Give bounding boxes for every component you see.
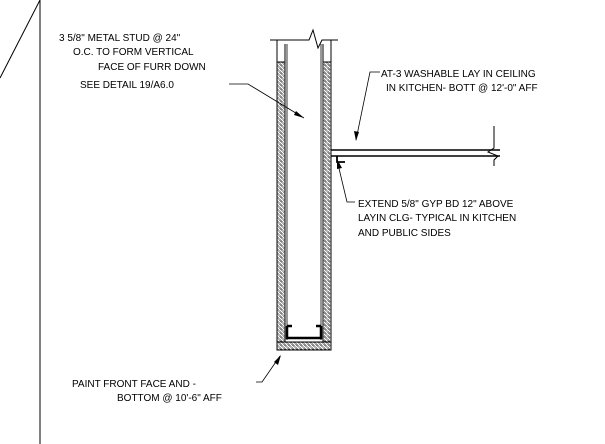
gyp-note-line-3: AND PUBLIC SIDES — [358, 228, 451, 239]
lay-in-ceiling — [331, 126, 500, 166]
paint-note-line-1: PAINT FRONT FACE AND - — [72, 379, 196, 390]
stud-note-line-1: 3 5/8" METAL STUD @ 24" — [59, 33, 181, 44]
paint-note-line-2: BOTTOM @ 10'-6" AFF — [117, 393, 222, 404]
leader-lines — [229, 71, 380, 383]
break-line-top — [270, 28, 338, 50]
bottom-gyp-board — [276, 341, 332, 351]
ceiling-note-line-2: IN KITCHEN- BOTT @ 12'-0" AFF — [386, 83, 538, 94]
ceiling-note: AT-3 WASHABLE LAY IN CEILING IN KITCHEN-… — [381, 69, 538, 94]
stud-note: 3 5/8" METAL STUD @ 24" O.C. TO FORM VER… — [59, 33, 206, 91]
gyp-note-line-1: EXTEND 5/8" GYP BD 12" ABOVE — [358, 199, 514, 210]
gyp-note-line-2: LAYIN CLG- TYPICAL IN KITCHEN — [358, 213, 516, 224]
sheet-border-lines — [0, 0, 41, 444]
right-gyp-board — [322, 61, 332, 351]
stud-note-line-3: FACE OF FURR DOWN — [98, 62, 206, 73]
ceiling-note-line-1: AT-3 WASHABLE LAY IN CEILING — [381, 69, 536, 80]
metal-stud-track — [285, 326, 323, 340]
left-gyp-board — [276, 61, 286, 351]
paint-note: PAINT FRONT FACE AND - BOTTOM @ 10'-6" A… — [72, 379, 222, 404]
furr-down-wall — [270, 28, 338, 351]
stud-note-line-4: SEE DETAIL 19/A6.0 — [80, 80, 174, 91]
stud-note-line-2: O.C. TO FORM VERTICAL — [73, 47, 194, 58]
break-line-ceiling — [486, 126, 499, 166]
gyp-note: EXTEND 5/8" GYP BD 12" ABOVE LAYIN CLG- … — [358, 199, 516, 239]
